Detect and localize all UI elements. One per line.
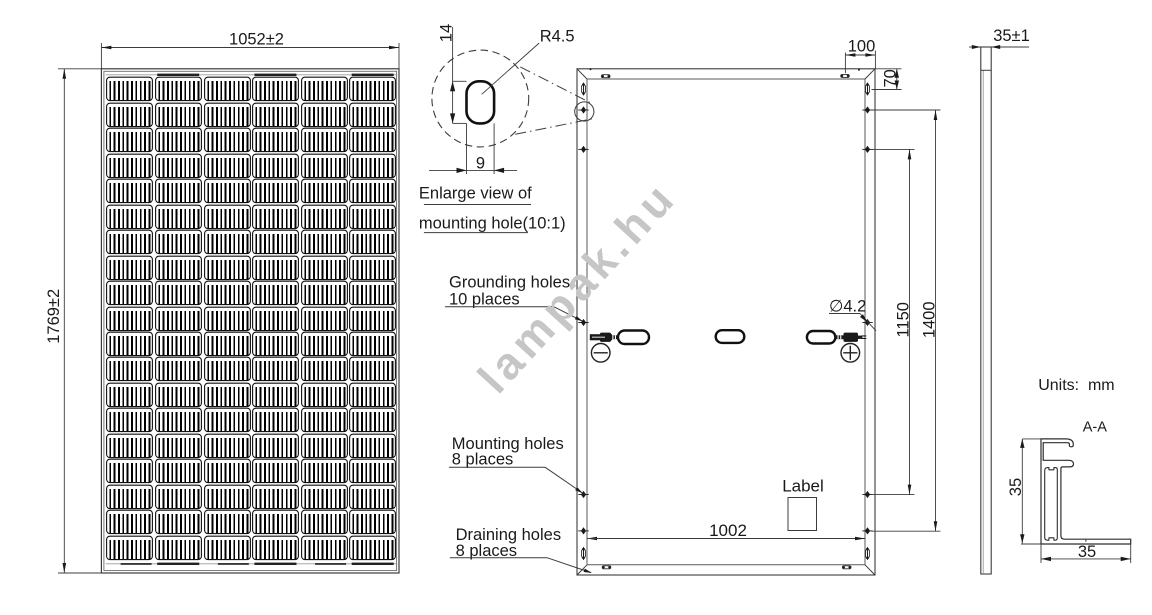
svg-text:35: 35 (1007, 478, 1025, 496)
svg-text:R4.5: R4.5 (540, 28, 575, 46)
svg-text:Enlarge view of: Enlarge view of (419, 185, 532, 203)
svg-text:35: 35 (1078, 543, 1096, 561)
svg-text:9: 9 (476, 155, 485, 173)
svg-text:Units: mm: Units: mm (1038, 377, 1114, 394)
svg-text:1150: 1150 (895, 302, 913, 337)
svg-text:1052±2: 1052±2 (229, 30, 284, 48)
svg-text:Grounding holes: Grounding holes (449, 274, 570, 292)
svg-text:1002: 1002 (709, 521, 747, 540)
svg-text:Draining holes: Draining holes (456, 526, 561, 544)
svg-text:10 places: 10 places (449, 290, 520, 308)
svg-text:8 places: 8 places (452, 450, 513, 468)
svg-text:Label: Label (782, 477, 824, 496)
svg-text:∅4.2: ∅4.2 (829, 298, 866, 316)
svg-text:35±1: 35±1 (993, 27, 1030, 45)
svg-text:70: 70 (881, 69, 899, 87)
svg-text:8 places: 8 places (456, 542, 517, 560)
svg-text:14: 14 (438, 24, 456, 42)
svg-text:100: 100 (848, 38, 876, 56)
svg-text:Mounting holes: Mounting holes (452, 435, 564, 453)
svg-text:1400: 1400 (921, 301, 939, 338)
svg-text:1769±2: 1769±2 (45, 289, 63, 344)
svg-text:A-A: A-A (1083, 420, 1108, 436)
svg-text:mounting hole(10:1): mounting hole(10:1) (419, 215, 566, 233)
